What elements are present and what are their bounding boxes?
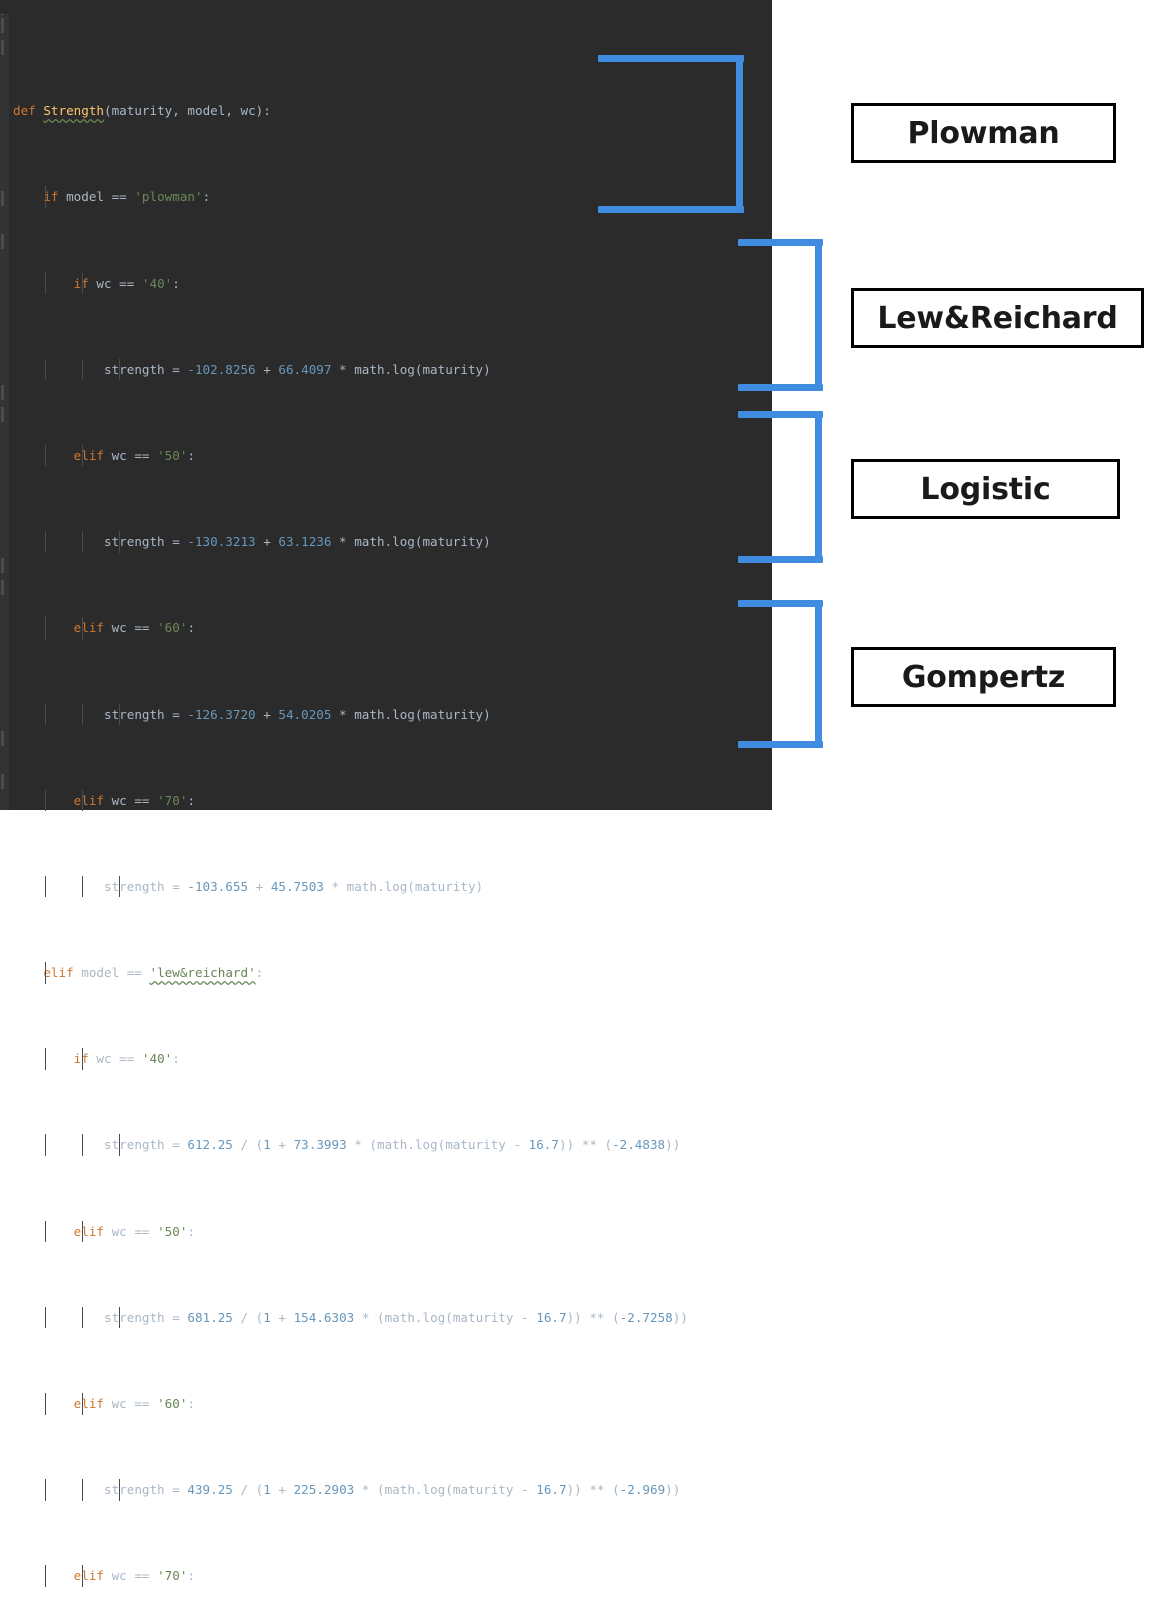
vcs-change-mark	[1, 191, 4, 206]
code-line[interactable]: elif model == 'lew&reichard':	[9, 962, 772, 984]
vcs-change-mark	[1, 774, 4, 789]
vcs-change-mark	[1, 407, 4, 422]
label-text-logistic: Logistic	[920, 471, 1051, 507]
code-line[interactable]: strength = 612.25 / (1 + 73.3993 * (math…	[9, 1134, 772, 1156]
label-box-logistic[interactable]: Logistic	[851, 459, 1120, 519]
code-line[interactable]: elif wc == '70':	[9, 789, 772, 812]
label-text-gompertz: Gompertz	[901, 659, 1066, 695]
code-editor-panel[interactable]: def Strength(maturity, model, wc): if mo…	[0, 0, 772, 1587]
code-line[interactable]: strength = -130.3213 + 63.1236 * math.lo…	[9, 531, 772, 553]
vcs-change-mark	[1, 731, 4, 746]
code-line[interactable]: strength = 439.25 / (1 + 225.2903 * (mat…	[9, 1479, 772, 1501]
label-box-gompertz[interactable]: Gompertz	[851, 647, 1116, 707]
code-line[interactable]: if wc == '40':	[9, 1048, 772, 1070]
code-line[interactable]: def Strength(maturity, model, wc):	[13, 103, 271, 119]
code-line[interactable]: strength = 681.25 / (1 + 154.6303 * (mat…	[9, 1306, 772, 1329]
vcs-change-mark	[1, 18, 4, 33]
vcs-change-mark	[1, 385, 4, 400]
label-text-lew-reichard: Lew&Reichard	[877, 300, 1118, 336]
code-line[interactable]: elif wc == '60':	[9, 1393, 772, 1415]
vcs-change-mark	[1, 40, 4, 55]
label-text-plowman: Plowman	[907, 115, 1060, 151]
code-line[interactable]: elif wc == '60':	[9, 617, 772, 639]
vcs-change-mark	[1, 580, 4, 595]
code-content[interactable]: def Strength(maturity, model, wc): if mo…	[9, 14, 772, 1620]
code-line[interactable]: strength = -126.3720 + 54.0205 * math.lo…	[9, 703, 772, 726]
editor-gutter[interactable]	[0, 0, 9, 810]
label-box-plowman[interactable]: Plowman	[851, 103, 1116, 163]
editor-top-strip	[0, 0, 772, 14]
code-line[interactable]: elif wc == '70':	[9, 1565, 772, 1587]
code-line[interactable]: strength = -103.655 + 45.7503 * math.log…	[9, 875, 772, 898]
code-line[interactable]: strength = -102.8256 + 66.4097 * math.lo…	[9, 358, 772, 381]
code-line[interactable]: if wc == '40':	[9, 272, 772, 295]
code-line[interactable]: elif wc == '50':	[9, 444, 772, 467]
vcs-change-mark	[1, 234, 4, 249]
code-line[interactable]: elif wc == '50':	[9, 1220, 772, 1243]
vcs-change-mark	[1, 558, 4, 573]
label-box-lew-reichard[interactable]: Lew&Reichard	[851, 288, 1144, 348]
code-line[interactable]: if model == 'plowman':	[9, 186, 772, 208]
